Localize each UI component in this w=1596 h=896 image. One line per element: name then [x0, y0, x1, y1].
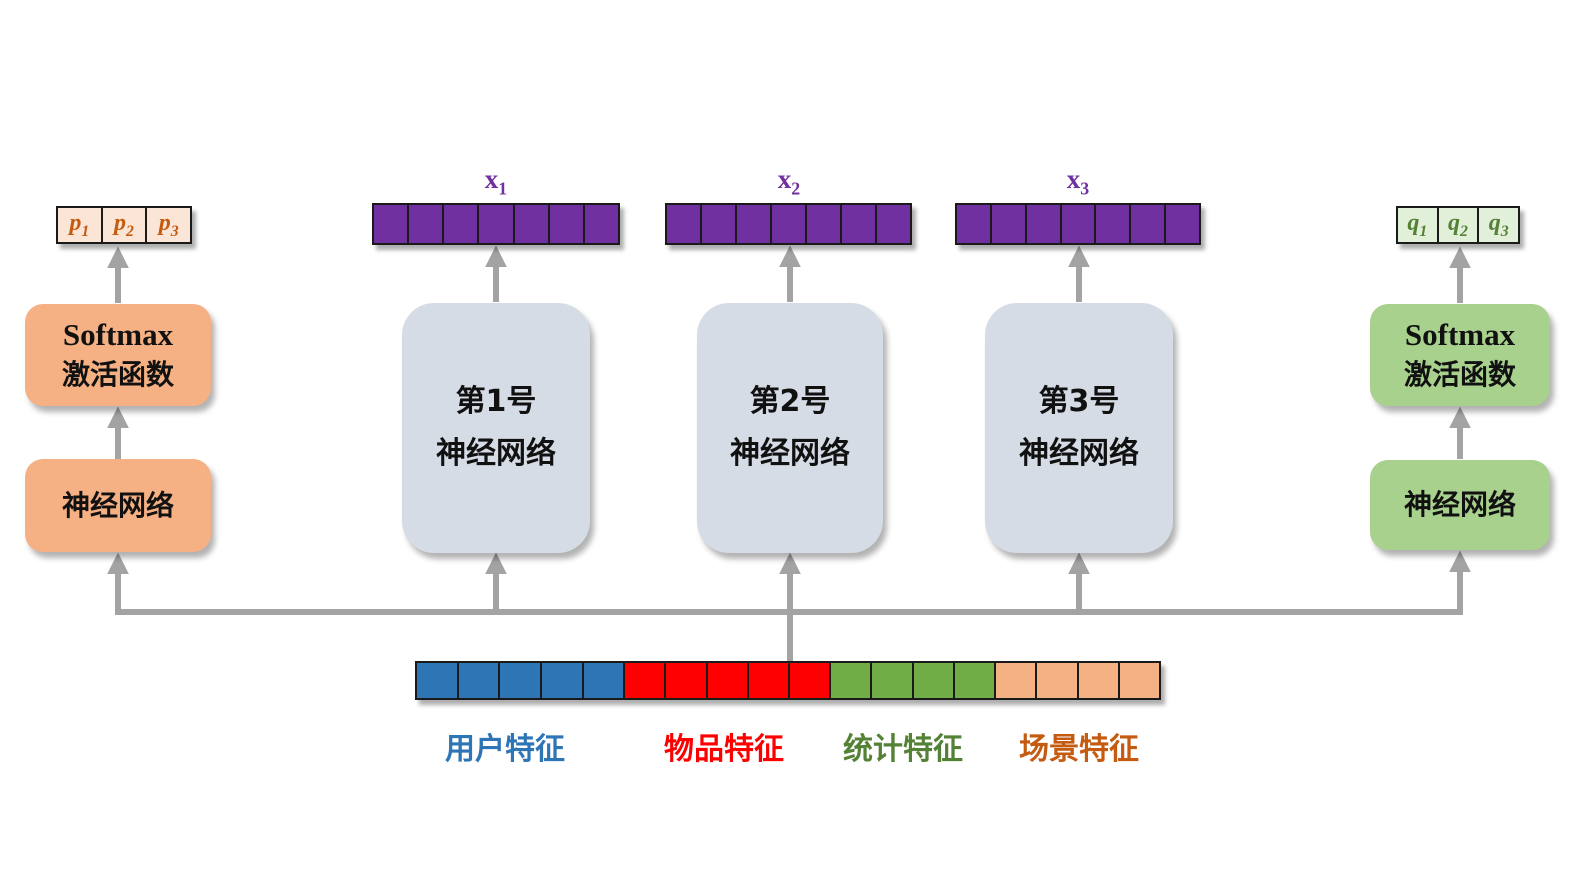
- x2-label: x2: [777, 164, 801, 199]
- left-softmax-zh-label: 激活函数: [61, 357, 174, 391]
- vector-cell: [667, 205, 700, 243]
- vector-cell: [994, 663, 1036, 698]
- vector-cell: [1076, 663, 1118, 698]
- vector-cell: [829, 663, 871, 698]
- vector-cell: [989, 205, 1025, 243]
- vector-cell: [374, 205, 408, 243]
- scene-feature-label: 场景特征: [1019, 732, 1139, 767]
- expert-box-3: 第3号 神经网络: [985, 303, 1173, 553]
- q-output-vector: q1 q2 q3: [1396, 206, 1520, 244]
- expert-box-2: 第2号 神经网络: [697, 303, 883, 553]
- left-softmax-en-label: Softmax: [62, 317, 174, 353]
- vector-cell: [1024, 205, 1060, 243]
- scene-feature-segment: [994, 663, 1159, 698]
- vector-cell: [840, 205, 875, 243]
- vector-cell: [547, 205, 583, 243]
- expert3-title-line2: 神经网络: [1019, 436, 1139, 471]
- left-nn-label: 神经网络: [61, 488, 174, 522]
- user-feature-label: 用户特征: [445, 732, 565, 767]
- vector-cell: [539, 663, 582, 698]
- expert3-title-line1: 第3号: [1038, 383, 1120, 419]
- vector-cell: [1059, 205, 1095, 243]
- vector-cell: [442, 205, 478, 243]
- vector-cell: [746, 663, 788, 698]
- vector-cell: [952, 663, 995, 698]
- vector-cell: [787, 663, 830, 698]
- vector-cell-q2: q2: [1436, 208, 1478, 242]
- left-softmax-box: Softmax 激活函数: [25, 304, 211, 406]
- vector-cell: [498, 663, 540, 698]
- vector-cell: [477, 205, 513, 243]
- vector-cell-p1: p1: [58, 208, 101, 242]
- x1-label: x1: [484, 164, 508, 199]
- user-feature-segment: [417, 663, 624, 698]
- vector-cell: [805, 205, 840, 243]
- expert-box-1: 第1号 神经网络: [402, 303, 590, 553]
- vector-cell: [581, 663, 624, 698]
- vector-cell: [1164, 205, 1200, 243]
- vector-cell: [957, 205, 990, 243]
- x2-vector: [665, 203, 912, 245]
- vector-cell-q1: q1: [1398, 208, 1437, 242]
- vector-cell: [1117, 663, 1159, 698]
- vector-cell-p2: p2: [100, 208, 146, 242]
- x3-label: x3: [1066, 164, 1090, 199]
- vector-cell: [1094, 205, 1130, 243]
- right-softmax-en-label: Softmax: [1404, 317, 1516, 353]
- vector-cell: [770, 205, 805, 243]
- stat-feature-segment: [829, 663, 995, 698]
- vector-cell: [664, 663, 706, 698]
- expert2-title-line2: 神经网络: [730, 436, 850, 471]
- input-feature-vector: [415, 661, 1161, 700]
- item-feature-label: 物品特征: [664, 732, 784, 767]
- vector-cell: [417, 663, 457, 698]
- vector-cell: [705, 663, 747, 698]
- x3-vector: [955, 203, 1201, 245]
- expert2-title-line1: 第2号: [749, 383, 831, 419]
- vector-cell: [911, 663, 953, 698]
- vector-cell: [512, 205, 548, 243]
- vector-cell: [582, 205, 618, 243]
- vector-cell-p3: p3: [145, 208, 191, 242]
- stat-feature-label: 统计特征: [843, 732, 963, 767]
- expert1-title-line2: 神经网络: [436, 436, 556, 471]
- p-output-vector: p1 p2 p3: [56, 206, 192, 244]
- x1-vector: [372, 203, 620, 245]
- expert1-title-line1: 第1号: [455, 383, 537, 419]
- vector-cell: [407, 205, 443, 243]
- right-nn-label: 神经网络: [1403, 488, 1516, 522]
- item-feature-segment: [623, 663, 830, 698]
- vector-cell: [623, 663, 665, 698]
- right-softmax-box: Softmax 激活函数: [1370, 304, 1550, 406]
- left-nn-box: 神经网络: [25, 459, 211, 552]
- vector-cell: [735, 205, 770, 243]
- right-softmax-zh-label: 激活函数: [1403, 357, 1516, 391]
- vector-cell-q3: q3: [1477, 208, 1519, 242]
- vector-cell: [700, 205, 735, 243]
- vector-cell: [870, 663, 912, 698]
- vector-cell: [1035, 663, 1077, 698]
- right-nn-box: 神经网络: [1370, 460, 1550, 550]
- vector-cell: [456, 663, 499, 698]
- vector-cell: [875, 205, 910, 243]
- vector-cell: [1129, 205, 1165, 243]
